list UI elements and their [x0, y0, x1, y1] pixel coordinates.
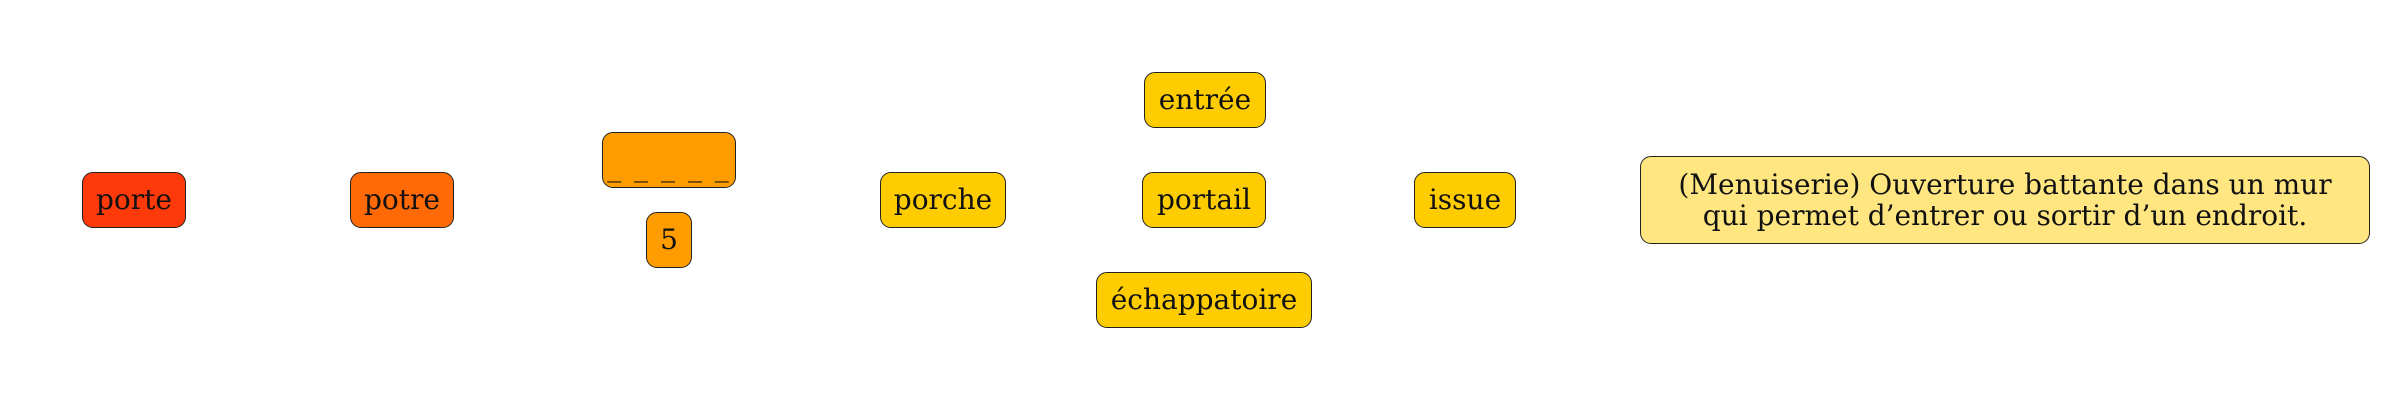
node-definition-label: (Menuiserie) Ouverture battante dans un …	[1678, 167, 2332, 232]
node-letter-count-label: 5	[660, 222, 678, 256]
node-entree-label: entrée	[1158, 82, 1252, 116]
node-echappatoire-label: échappatoire	[1110, 282, 1298, 316]
node-porte: porte	[82, 172, 186, 228]
node-potre-label: potre	[364, 182, 440, 216]
node-porte-label: porte	[96, 182, 172, 216]
node-blank-letters-label: _ _ _ _ _	[607, 150, 731, 184]
node-issue-label: issue	[1428, 182, 1502, 216]
node-portail: portail	[1142, 172, 1266, 228]
node-porche-label: porche	[893, 182, 993, 216]
node-portail-label: portail	[1156, 182, 1252, 216]
node-letter-count: 5	[646, 212, 692, 268]
node-definition: (Menuiserie) Ouverture battante dans un …	[1640, 156, 2370, 244]
node-echappatoire: échappatoire	[1096, 272, 1312, 328]
node-porche: porche	[880, 172, 1006, 228]
node-entree: entrée	[1144, 72, 1266, 128]
node-potre: potre	[350, 172, 454, 228]
node-blank-letters: _ _ _ _ _	[602, 132, 736, 188]
node-issue: issue	[1414, 172, 1516, 228]
